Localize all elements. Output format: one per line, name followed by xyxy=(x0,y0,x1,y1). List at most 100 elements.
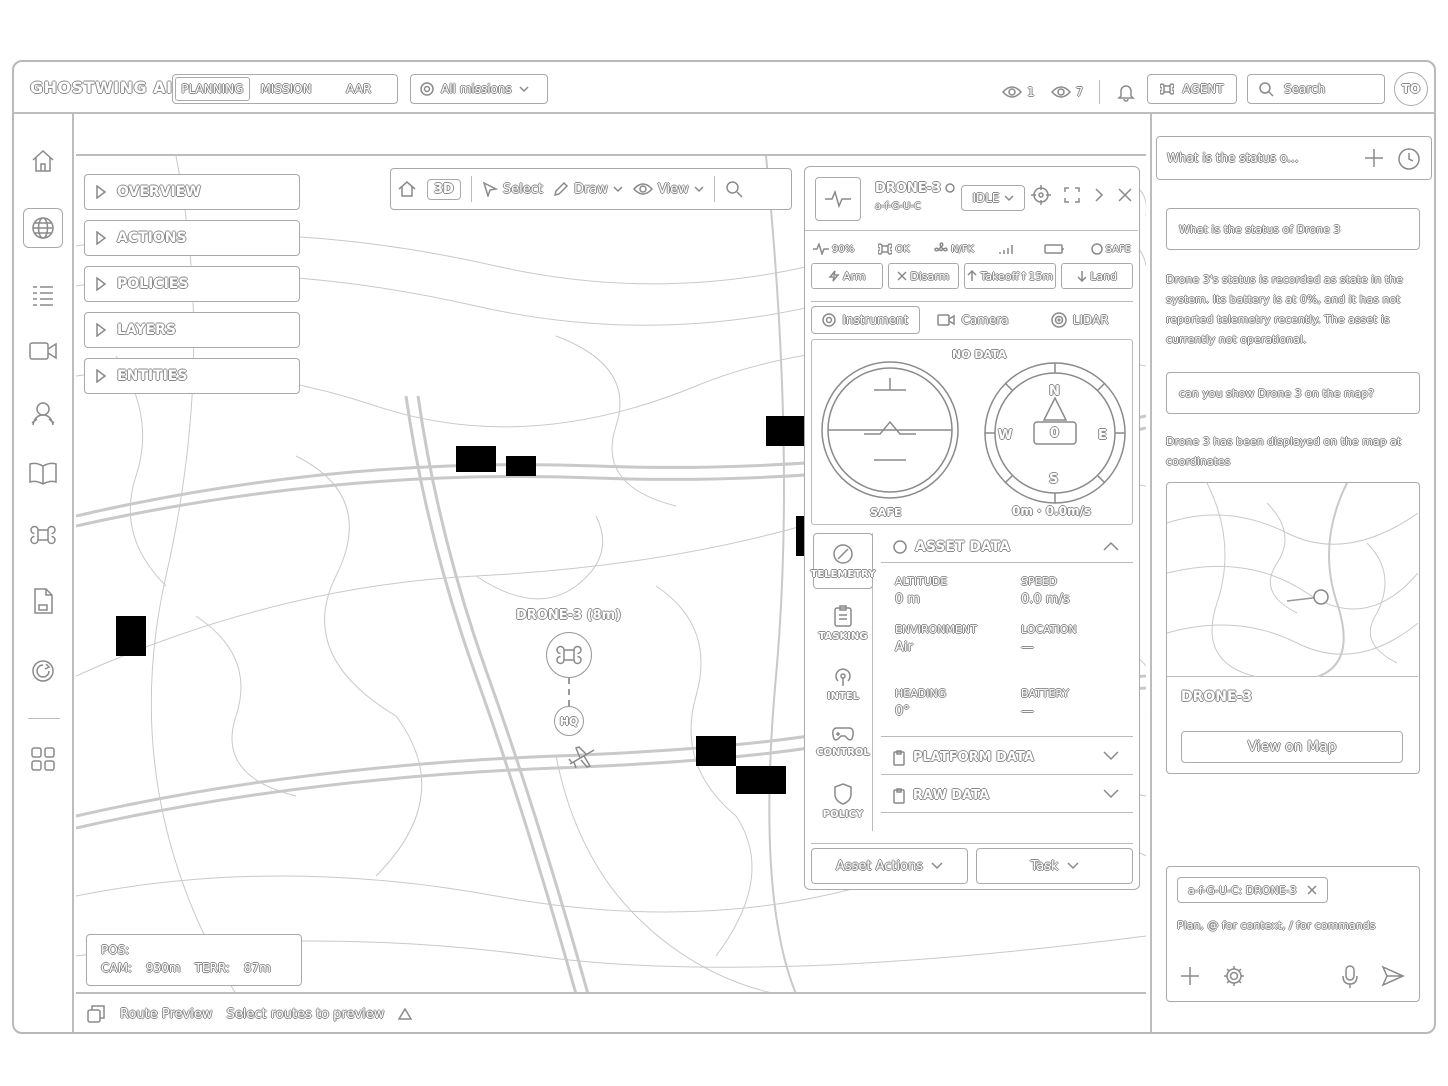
drone-state-dropdown[interactable]: IDLE xyxy=(961,185,1025,211)
3d-toggle-button[interactable]: 3D xyxy=(427,178,461,200)
task-button[interactable]: Task xyxy=(976,848,1133,884)
route-icon xyxy=(86,1004,106,1024)
command-icon xyxy=(556,645,582,665)
plus-icon[interactable] xyxy=(1179,965,1201,987)
view-tool-dropdown[interactable]: View xyxy=(632,182,704,197)
search-input[interactable]: Search xyxy=(1247,74,1385,104)
tab-tasking-label: TASKING xyxy=(818,630,868,642)
home-icon[interactable] xyxy=(26,144,60,178)
accordion-entities-label: ENTITIES xyxy=(117,368,188,384)
document-icon[interactable] xyxy=(26,584,60,618)
history-icon[interactable] xyxy=(1397,147,1421,171)
close-icon[interactable] xyxy=(1117,187,1133,203)
map-result-card: DRONE-3 View on Map xyxy=(1166,482,1420,774)
watch-counter[interactable]: 7 xyxy=(1050,85,1083,99)
accordion-layers[interactable]: LAYERS xyxy=(84,312,300,348)
agent-bot-icon[interactable] xyxy=(26,396,60,430)
accordion-actions[interactable]: ACTIONS xyxy=(84,220,300,256)
route-preview-hint: Select routes to preview xyxy=(226,1006,385,1022)
mode-tab-planning[interactable]: PLANNING xyxy=(175,77,250,101)
video-icon[interactable] xyxy=(26,334,60,368)
draw-tool-dropdown[interactable]: Draw xyxy=(553,181,623,197)
list-icon[interactable] xyxy=(26,278,60,312)
view-on-map-button[interactable]: View on Map xyxy=(1181,731,1403,763)
expand-icon[interactable] xyxy=(1063,186,1081,204)
map-view[interactable]: OVERVIEW ACTIONS POLICIES LAYERS ENTITIE… xyxy=(76,154,1146,992)
left-nav-rail xyxy=(14,114,74,1032)
heading-value: 0° xyxy=(895,704,910,719)
tab-camera[interactable]: Camera xyxy=(920,306,1027,334)
video-icon xyxy=(937,313,956,326)
counters: 1 7 xyxy=(1002,80,1136,104)
drone-marker[interactable] xyxy=(546,632,592,678)
chevron-down-icon xyxy=(1003,195,1014,202)
disarm-button-label: Disarm xyxy=(910,269,950,283)
location-field: LOCATION— xyxy=(1021,623,1077,655)
takeoff-button-label: Takeoff↑15m xyxy=(980,269,1054,283)
visible-counter[interactable]: 1 xyxy=(1002,85,1035,99)
globe-icon[interactable] xyxy=(23,208,63,248)
mode-switcher: PLANNING MISSION AAR xyxy=(172,74,398,104)
terr-value: 87m xyxy=(243,961,271,975)
book-icon[interactable] xyxy=(26,456,60,490)
accordion-entities[interactable]: ENTITIES xyxy=(84,358,300,394)
crosshair-icon[interactable] xyxy=(1031,185,1051,205)
grid-icon[interactable] xyxy=(26,742,60,776)
clipboard-icon xyxy=(834,604,852,627)
instrument-panel: NO DATA SAFE N E xyxy=(811,339,1133,525)
raw-data-header[interactable]: RAW DATA xyxy=(881,779,1133,813)
disarm-button[interactable]: Disarm xyxy=(887,263,960,289)
environment-label: ENVIRONMENT xyxy=(895,623,977,636)
drone-panel-header: DRONE-3 a-f-G-U-C IDLE xyxy=(805,167,1138,231)
missions-dropdown[interactable]: All missions xyxy=(410,74,548,104)
asset-data-header[interactable]: ASSET DATA xyxy=(881,531,1133,563)
chevron-right-icon[interactable] xyxy=(1093,187,1105,203)
tab-instrument-label: Instrument xyxy=(842,312,909,327)
mode-tab-mission[interactable]: MISSION xyxy=(260,82,312,96)
select-tool-button[interactable]: Select xyxy=(482,181,543,197)
bell-icon[interactable] xyxy=(1116,82,1136,102)
plus-icon[interactable] xyxy=(1363,147,1385,171)
context-chip[interactable]: a-f-G-U-C: DRONE-3 xyxy=(1177,877,1328,903)
send-icon[interactable] xyxy=(1381,965,1405,989)
chat-input[interactable]: Plan, @ for context, / for commands xyxy=(1177,919,1376,932)
triangle-up-icon[interactable] xyxy=(398,1008,413,1020)
compass xyxy=(984,362,1126,504)
drone-view-tabs: Instrument Camera LIDAR xyxy=(811,301,1133,334)
tab-policy[interactable]: POLICY xyxy=(813,773,873,829)
tab-control[interactable]: CONTROL xyxy=(813,713,873,769)
accordion-overview[interactable]: OVERVIEW xyxy=(84,174,300,210)
microphone-icon[interactable] xyxy=(1341,965,1359,989)
mode-tab-aar[interactable]: AAR xyxy=(346,82,372,96)
tab-telemetry[interactable]: TELEMETRY xyxy=(811,533,875,589)
hq-marker[interactable]: HQ xyxy=(554,706,584,736)
refresh-globe-icon[interactable] xyxy=(26,654,60,688)
command-icon[interactable] xyxy=(26,518,60,552)
gear-icon[interactable] xyxy=(1223,965,1245,987)
search-icon[interactable] xyxy=(725,180,743,198)
tab-intel[interactable]: INTEL xyxy=(813,655,873,711)
map-thumbnail[interactable] xyxy=(1167,483,1418,677)
map-card-title: DRONE-3 xyxy=(1181,689,1253,705)
no-data-label: NO DATA xyxy=(952,348,1007,361)
triangle-right-icon xyxy=(96,231,107,245)
top-bar: GHOSTWING AI PLANNING MISSION AAR All mi… xyxy=(14,62,1434,114)
home-icon[interactable] xyxy=(397,179,417,199)
tab-lidar[interactable]: LIDAR xyxy=(1026,306,1133,334)
cam-value: 930m xyxy=(145,961,181,975)
tab-tasking[interactable]: TASKING xyxy=(813,595,873,651)
close-icon[interactable] xyxy=(1307,885,1317,895)
asset-actions-button[interactable]: Asset Actions xyxy=(811,848,968,884)
platform-data-header[interactable]: PLATFORM DATA xyxy=(881,741,1133,775)
arm-button[interactable]: Arm xyxy=(811,263,883,289)
airplane-icon xyxy=(566,742,598,774)
chevron-down-icon xyxy=(613,186,623,193)
eye-icon xyxy=(1002,85,1022,99)
agent-button[interactable]: AGENT xyxy=(1147,74,1237,104)
accordion-policies[interactable]: POLICIES xyxy=(84,266,300,302)
search-placeholder: Search xyxy=(1284,82,1326,96)
tab-instrument[interactable]: Instrument xyxy=(811,305,920,334)
land-button[interactable]: Land xyxy=(1061,263,1133,289)
takeoff-button[interactable]: Takeoff↑15m xyxy=(964,263,1057,289)
avatar[interactable]: TO xyxy=(1394,72,1428,106)
